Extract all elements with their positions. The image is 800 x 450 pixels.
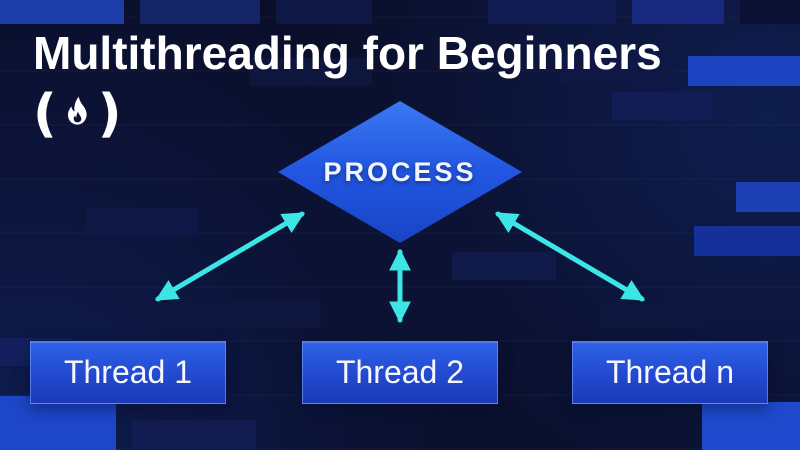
logo-left-paren: ( xyxy=(33,84,57,144)
thread-2-label: Thread 2 xyxy=(335,354,465,390)
process-label: PROCESS xyxy=(323,156,477,187)
logo-right-paren: ) xyxy=(97,84,122,144)
thread-n-label: Thread n xyxy=(605,354,735,390)
arrow-process-thread-1 xyxy=(155,211,305,302)
freecodecamp-logo: ( ) xyxy=(33,88,122,140)
thread-n-box: Thread n xyxy=(572,341,768,404)
thread-2-box: Thread 2 xyxy=(302,341,498,404)
thread-1-label: Thread 1 xyxy=(63,354,193,390)
page-title: Multithreading for Beginners xyxy=(33,27,662,79)
arrow-process-thread-n xyxy=(495,211,645,302)
flame-icon xyxy=(67,96,87,125)
thread-1-box: Thread 1 xyxy=(30,341,226,404)
